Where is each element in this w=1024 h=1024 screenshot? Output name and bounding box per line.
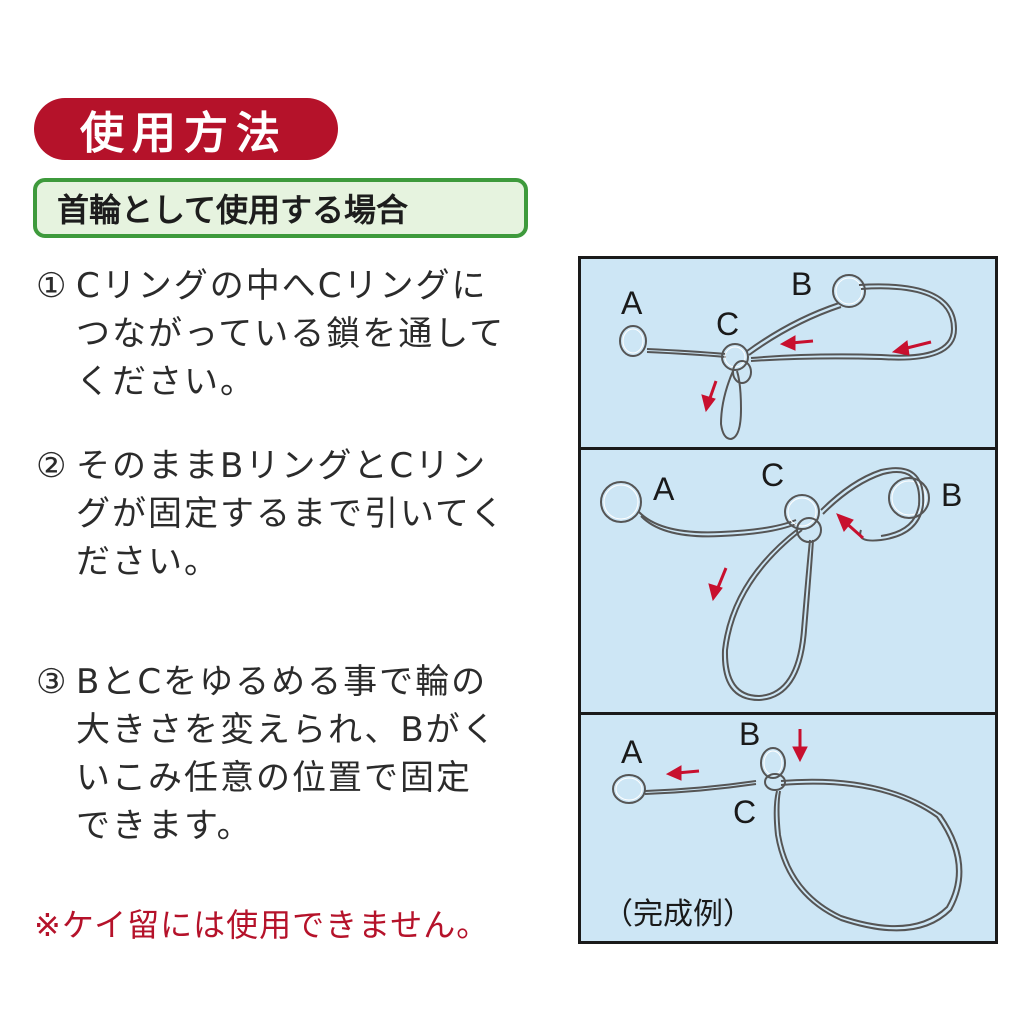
step-text: Cリングの中へCリングにつながっている鎖を通してください。: [76, 266, 506, 402]
step-number: ③: [36, 662, 69, 702]
instruction-step-2: ② そのままBリングとCリングが固定するまで引いてください。: [36, 442, 506, 586]
step-number: ①: [36, 266, 69, 306]
panel-divider: [581, 712, 995, 715]
panel-divider: [581, 447, 995, 450]
step-text: そのままBリングとCリングが固定するまで引いてください。: [76, 446, 506, 582]
diagram-panel-1: A B C: [581, 259, 995, 447]
ring-label-a: A: [653, 471, 675, 507]
ring-label-c: C: [716, 306, 739, 342]
ring-label-b: B: [941, 477, 962, 513]
step-text: BとCをゆるめる事で輪の大きさを変えられ、Bがくいこみ任意の位置で固定できます。: [76, 662, 498, 846]
ring-label-b: B: [739, 716, 760, 752]
section-title-badge: 使用方法: [34, 98, 338, 160]
ring-label-b: B: [791, 266, 812, 302]
ring-label-a: A: [621, 734, 643, 770]
ring-label-c: C: [761, 457, 784, 493]
example-caption: （完成例）: [603, 897, 753, 932]
usage-diagram: A B C: [578, 256, 998, 944]
chain-illustration-3: A B C: [612, 716, 963, 932]
chain-illustration-2: A B C: [600, 457, 962, 702]
caution-note: ※ケイ留には使用できません。: [34, 906, 490, 944]
instruction-step-1: ① Cリングの中へCリングにつながっている鎖を通してください。: [36, 262, 506, 406]
subtitle-text: 首輪として使用する場合: [57, 191, 409, 229]
ring-label-c: C: [733, 794, 756, 830]
ring-label-a: A: [621, 285, 643, 321]
instruction-step-3: ③ BとCをゆるめる事で輪の大きさを変えられ、Bがくいこみ任意の位置で固定できま…: [36, 658, 506, 850]
section-title: 使用方法: [80, 108, 288, 159]
subtitle-box: 首輪として使用する場合: [33, 178, 528, 238]
chain-illustration-1: A B C: [619, 266, 958, 441]
diagram-panel-2: A B C: [581, 450, 995, 712]
step-number: ②: [36, 446, 69, 486]
diagram-panel-3: A B C: [581, 715, 995, 941]
